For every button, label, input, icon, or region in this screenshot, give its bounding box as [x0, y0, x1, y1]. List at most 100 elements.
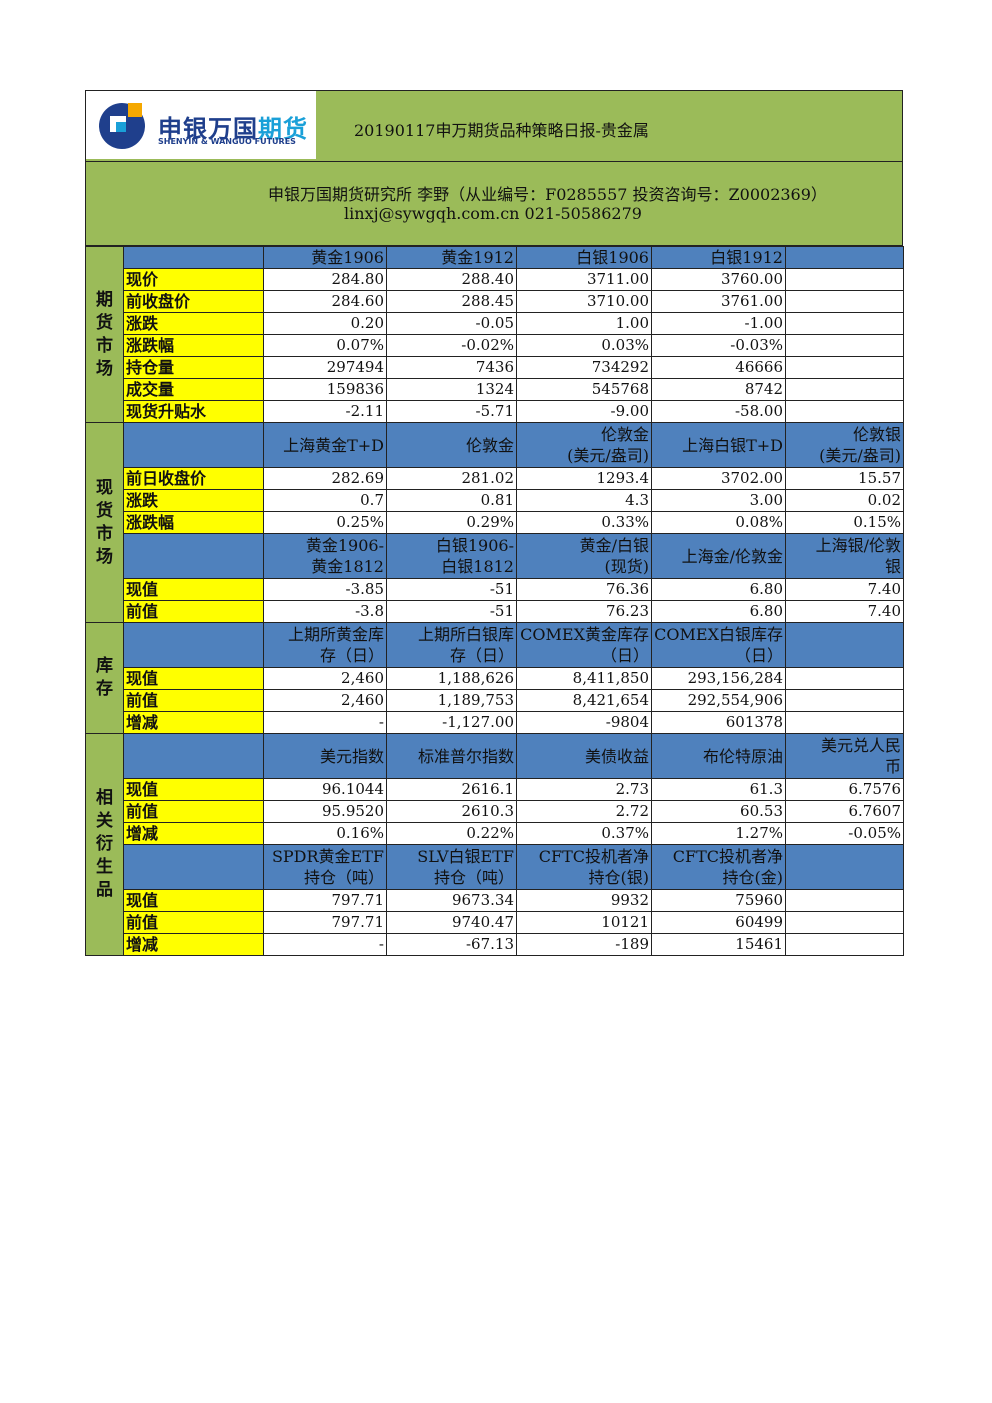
data-cell	[785, 312, 904, 335]
column-header-line: (美元/盎司)	[819, 446, 901, 465]
data-cell: 9673.34	[386, 889, 517, 912]
section-label-text: 相关衍生品	[96, 788, 113, 900]
column-header: 白银1912	[651, 246, 786, 269]
data-cell: 545768	[516, 378, 652, 401]
data-cell: 9740.47	[386, 911, 517, 934]
column-header-line: 伦敦金	[600, 425, 649, 444]
data-cell: 6.7576	[785, 778, 904, 801]
row-label: 前值	[123, 800, 264, 823]
header-corner-cell	[123, 533, 264, 579]
column-header: 黄金1906- 黄金1812	[263, 533, 387, 579]
data-cell: 0.22%	[386, 822, 517, 845]
data-cell: -67.13	[386, 933, 517, 956]
data-cell: 1293.4	[516, 467, 652, 490]
column-header: 黄金1906	[263, 246, 387, 269]
data-cell: 0.29%	[386, 511, 517, 534]
section-label-text: 期货市场	[96, 289, 113, 379]
column-header-line: 上期所黄金库	[287, 625, 384, 644]
column-header: COMEX白银库存（日）	[651, 622, 786, 668]
column-header-line: 持仓(银)	[588, 868, 650, 887]
data-cell: 3761.00	[651, 290, 786, 313]
column-header: 白银1906-白银1812	[386, 533, 517, 579]
column-header-line: 币	[884, 757, 901, 776]
data-cell: -0.05	[386, 312, 517, 335]
row-label: 前收盘价	[123, 290, 264, 313]
data-cell	[785, 334, 904, 357]
data-cell: -51	[386, 578, 517, 601]
data-cell: 2,460	[263, 689, 387, 712]
column-header: 伦敦金	[386, 422, 517, 468]
data-cell	[785, 378, 904, 401]
column-header-row: 库存上期所黄金库存（日）上期所白银库存（日）COMEX黄金库存（日）COMEX白…	[85, 622, 904, 734]
data-cell: 288.40	[386, 268, 517, 291]
column-header: 美元指数	[263, 733, 387, 779]
data-cell: -	[263, 711, 387, 734]
column-header-line: 标准普尔指数	[417, 746, 514, 766]
data-cell: -0.02%	[386, 334, 517, 357]
column-header-line: SLV白银ETF	[417, 847, 514, 866]
row-label: 涨跌	[123, 489, 264, 512]
data-cell: 95.9520	[263, 800, 387, 823]
data-cell	[785, 290, 904, 313]
data-cell: 0.08%	[651, 511, 786, 534]
data-cell: 8742	[651, 378, 786, 401]
logo-name-part-2: 期货	[258, 115, 308, 143]
data-cell: 282.69	[263, 467, 387, 490]
column-header: 美债收益	[516, 733, 652, 779]
data-cell	[785, 400, 904, 423]
data-cell: 6.80	[651, 578, 786, 601]
logo-mark-icon	[99, 103, 145, 149]
column-header: 布伦特原油	[651, 733, 786, 779]
analyst-name-line: 申银万国期货研究所 李野（从业编号：F0285557 投资咨询号：Z000236…	[268, 185, 827, 204]
data-cell: 3702.00	[651, 467, 786, 490]
column-header-line: 黄金1812	[311, 557, 384, 576]
column-header-line: 布伦特原油	[702, 746, 783, 766]
data-cell: 61.3	[651, 778, 786, 801]
logo-name-part-1: 申银万国	[158, 115, 258, 143]
header-corner-cell	[123, 622, 264, 668]
column-header-line: 黄金1906-	[305, 536, 384, 555]
data-cell: 0.20	[263, 312, 387, 335]
column-header	[785, 246, 904, 269]
logo-english-name: SHENYIN & WANGUO FUTURES	[158, 137, 296, 146]
row-label: 前值	[123, 689, 264, 712]
data-cell: 0.07%	[263, 334, 387, 357]
data-cell: -9804	[516, 711, 652, 734]
data-cell: -9.00	[516, 400, 652, 423]
data-cell: 6.7607	[785, 800, 904, 823]
data-cell: 60499	[651, 911, 786, 934]
report-title: 20190117申万期货品种策略日报-贵金属	[354, 121, 649, 140]
column-header: 伦敦金(美元/盎司)	[516, 422, 652, 468]
column-header-line: 上海白银T+D	[682, 435, 783, 455]
report-sheet: 申银万国期货 SHENYIN & WANGUO FUTURES 20190117…	[85, 90, 904, 956]
data-cell: 0.03%	[516, 334, 652, 357]
data-cell: 288.45	[386, 290, 517, 313]
section-label-text: 现货市场	[96, 477, 113, 567]
data-cell	[785, 689, 904, 712]
data-cell: -2.11	[263, 400, 387, 423]
data-cell: 297494	[263, 356, 387, 379]
column-header-line: 持仓(金)	[722, 868, 784, 887]
data-cell: -51	[386, 600, 517, 623]
column-header: 上期所白银库存（日）	[386, 622, 517, 668]
header-corner-cell	[123, 733, 264, 779]
column-header-line: 伦敦银	[852, 425, 901, 444]
column-header: 白银1906	[516, 246, 652, 269]
data-cell: 8,421,654	[516, 689, 652, 712]
column-header: CFTC投机者净持仓(金)	[651, 844, 786, 890]
data-cell	[785, 933, 904, 956]
row-label: 增减	[123, 933, 264, 956]
analyst-info: 申银万国期货研究所 李野（从业编号：F0285557 投资咨询号：Z000236…	[85, 162, 903, 246]
data-cell: 3710.00	[516, 290, 652, 313]
column-header: COMEX黄金库存（日）	[516, 622, 652, 668]
